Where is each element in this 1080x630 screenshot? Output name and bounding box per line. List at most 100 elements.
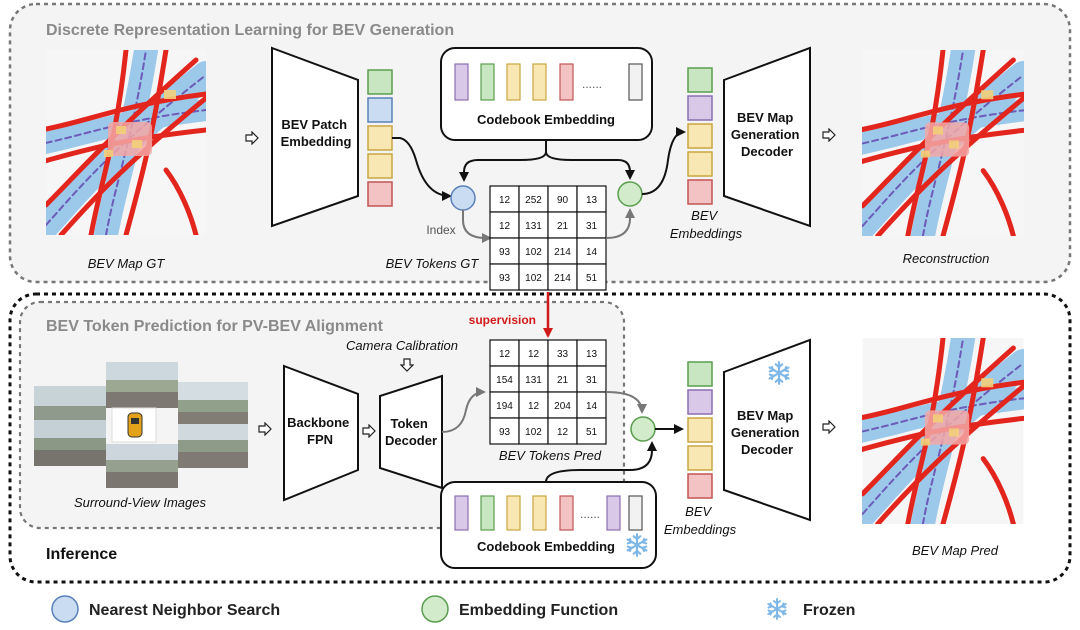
codebook-label-bottom: Codebook Embedding	[477, 539, 615, 554]
token-pred-cell	[489, 391, 520, 419]
bev-map-gt-image	[36, 50, 206, 235]
backbone-fpn-label: Backbone FPN	[287, 415, 353, 447]
inference-label: Inference	[46, 546, 117, 563]
token-gt-cell-value: 12	[499, 221, 511, 232]
token-pred-cell-value: 14	[586, 401, 598, 412]
token-gt-cell-value: 14	[586, 247, 598, 258]
codebook-vectors-bottom	[454, 495, 643, 531]
token-pred-cell-value: 31	[586, 375, 598, 386]
codebook-vectors-top	[454, 63, 643, 101]
legend-embedding-icon	[421, 595, 449, 623]
codebook-ellipsis-bottom: ......	[580, 507, 600, 521]
token-pred-cell-value: 51	[586, 427, 598, 438]
token-gt-cell-value: 93	[499, 273, 511, 284]
token-pred-cell-value: 12	[528, 349, 540, 360]
legend-frozen-label: Frozen	[803, 602, 855, 619]
decoder-label-top: BEV Map Generation Decoder	[731, 110, 803, 159]
token-gt-cell-value: 102	[525, 273, 542, 284]
supervision-label: supervision	[469, 313, 536, 327]
token-gt-cell-value: 252	[525, 195, 542, 206]
legend-nearest-icon	[51, 595, 79, 623]
token-pred-cell	[547, 391, 578, 419]
token-gt-cell-value: 93	[499, 247, 511, 258]
token-pred-cell	[547, 417, 578, 445]
token-pred-cell	[518, 339, 549, 367]
patch-embedding-block	[271, 46, 359, 228]
token-pred-cell-value: 93	[499, 427, 511, 438]
legend-embedding-label: Embedding Function	[459, 602, 618, 619]
token-gt-cell-value: 214	[554, 273, 571, 284]
token-decoder-to-grid-arrow	[441, 387, 486, 433]
codebook-to-search-arrow	[459, 140, 547, 182]
token-pred-cell-value: 102	[525, 427, 542, 438]
patch-embedding-vectors	[367, 69, 393, 207]
snowflake-icon	[767, 598, 787, 620]
top-section-title: Discrete Representation Learning for BEV…	[46, 22, 454, 39]
token-decoder-label: Token Decoder	[385, 416, 437, 448]
bev-map-gt-caption: BEV Map GT	[88, 256, 166, 271]
token-gt-cell-value: 102	[525, 247, 542, 258]
codebook-to-embedding-arrow	[545, 151, 635, 180]
token-gt-cell-value: 51	[586, 273, 598, 284]
embedding-function-node-top	[617, 181, 643, 207]
token-pred-cell-value: 21	[557, 375, 569, 386]
backbone-fpn-block	[283, 364, 359, 502]
token-pred-cell	[576, 365, 607, 393]
token-pred-cell-value: 12	[557, 427, 569, 438]
token-gt-cell-value: 31	[586, 221, 598, 232]
index-arrow	[462, 210, 492, 243]
token-pred-cell-value: 33	[557, 349, 569, 360]
bev-tokens-pred-grid: 12 12 33 13 154 131 21 31 194 12 204 14 93 102 12 51	[489, 339, 607, 445]
token-gt-cell	[576, 237, 607, 265]
decoder-block-top	[723, 46, 811, 228]
bev-tokens-gt-caption: BEV Tokens GT	[386, 256, 480, 271]
embedding-function-node-bottom	[630, 416, 656, 442]
camera-calibration-label: Camera Calibration	[346, 338, 458, 353]
bev-embeddings-caption-bottom: BEV Embeddings	[664, 504, 737, 537]
token-decoder-block	[379, 374, 443, 490]
bev-embeddings-bottom	[687, 361, 713, 499]
codebook-to-embedding-arrow-bottom	[545, 441, 657, 483]
token-gt-cell	[518, 237, 549, 265]
token-gt-cell-value: 131	[525, 221, 542, 232]
token-pred-cell-value: 131	[525, 375, 542, 386]
codebook-label-top: Codebook Embedding	[477, 112, 615, 127]
token-pred-cell-value: 204	[554, 401, 571, 412]
token-gt-cell	[489, 263, 520, 291]
token-pred-cell-value: 154	[496, 375, 513, 386]
bev-embeddings-top	[687, 67, 713, 205]
bev-embeddings-caption-top: BEV Embeddings	[670, 208, 743, 241]
grid-to-embedding-arrow-bottom	[605, 391, 647, 414]
token-pred-cell-value: 13	[586, 349, 598, 360]
surround-view-caption: Surround-View Images	[74, 495, 206, 510]
reconstruction-caption: Reconstruction	[903, 251, 990, 266]
token-gt-cell	[576, 263, 607, 291]
token-pred-cell-value: 12	[528, 401, 540, 412]
nearest-neighbor-node-top	[450, 185, 476, 211]
token-pred-cell-value: 194	[496, 401, 513, 412]
patch-embedding-label: BEV Patch Embedding	[281, 117, 352, 149]
token-gt-cell	[547, 237, 578, 265]
mid-section-title: BEV Token Prediction for PV-BEV Alignmen…	[46, 318, 384, 335]
token-gt-cell	[547, 211, 578, 239]
bev-map-pred-image	[853, 338, 1024, 524]
bev-tokens-pred-caption: BEV Tokens Pred	[499, 448, 602, 463]
token-gt-cell	[576, 211, 607, 239]
token-pred-cell	[576, 417, 607, 445]
index-label: Index	[426, 223, 455, 237]
token-gt-cell-value: 214	[554, 247, 571, 258]
grid-to-embedding-arrow	[605, 208, 635, 239]
token-pred-cell	[489, 339, 520, 367]
decoder-label-bottom: BEV Map Generation Decoder	[731, 408, 803, 457]
token-pred-cell-value: 12	[499, 349, 511, 360]
token-gt-cell-value: 12	[499, 195, 511, 206]
reconstruction-image	[853, 50, 1024, 236]
surround-view-images	[34, 362, 248, 488]
token-pred-cell	[518, 365, 549, 393]
token-gt-cell-value: 13	[586, 195, 598, 206]
token-gt-cell	[547, 263, 578, 291]
codebook-embedding-bottom	[440, 481, 657, 569]
codebook-ellipsis-top: ......	[582, 77, 602, 91]
